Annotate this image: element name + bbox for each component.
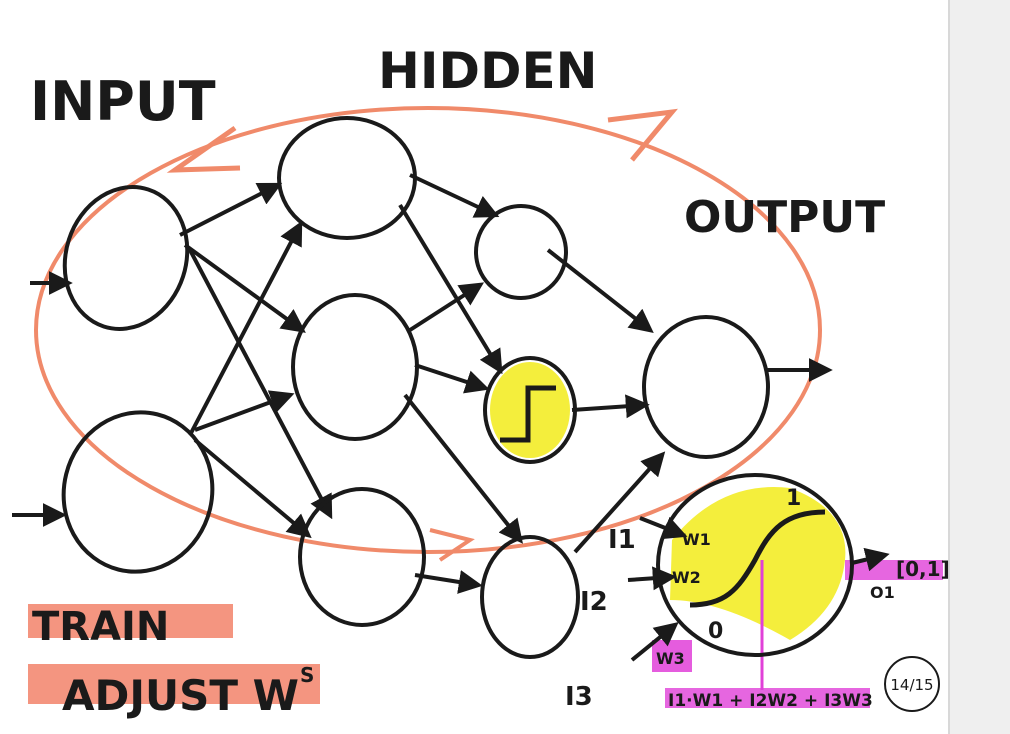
neuron-detail-node [656, 473, 854, 657]
step-function-icon [500, 385, 556, 443]
input-node-2 [61, 410, 215, 574]
edge-i2-h3 [193, 438, 312, 539]
edge-i2-h2 [194, 390, 295, 432]
edge-detail-i1 [639, 516, 688, 540]
label-hidden: HIDDEN [378, 42, 597, 100]
edge-h2-k2 [414, 363, 490, 394]
output-range: [0,1] [896, 557, 950, 581]
label-adjust: ADJUST W [62, 671, 299, 720]
train-highlight [28, 604, 233, 638]
training-loop-ellipse [34, 106, 822, 554]
loop-arrowhead-top-left [166, 125, 241, 173]
weight-label-w1: W1 [682, 530, 711, 549]
edge-i1-h2 [183, 243, 306, 333]
edge-i1-h1 [179, 182, 283, 237]
edge-detail-i2 [627, 566, 677, 591]
label-adjust-sup: S [300, 663, 314, 687]
edge-detail-i3 [630, 621, 679, 662]
sigmoid-high-label: 1 [786, 486, 801, 511]
input-label-i2: I2 [580, 587, 608, 617]
label-input: INPUT [30, 70, 216, 133]
network-edges [12, 173, 890, 662]
hidden-node-6 [480, 535, 580, 659]
hidden-node-3 [298, 487, 426, 627]
edge-i2-h1 [188, 220, 303, 436]
weight-label-w2: W2 [672, 568, 701, 587]
hidden-node-step [483, 356, 577, 464]
edge-h2-k3 [403, 393, 523, 544]
training-loop [34, 106, 822, 562]
adjust-highlight [28, 664, 320, 704]
hidden-node-1 [277, 116, 417, 240]
edge-k2-out [571, 394, 650, 419]
input-node-1 [62, 185, 190, 331]
label-output: OUTPUT [684, 192, 885, 243]
formula-highlight [665, 688, 870, 708]
sigmoid-curve-icon [689, 509, 826, 608]
edge-detail-out [851, 547, 890, 572]
label-train: TRAIN [32, 604, 169, 650]
network-nodes [61, 116, 854, 659]
weight-label-w3: W3 [656, 649, 685, 668]
page-number-circle [884, 656, 940, 712]
edge-h1-k1 [409, 173, 500, 218]
weighted-sum-formula: I1·W1 + I2W2 + I3W3 [668, 691, 873, 711]
loop-arrowhead-bottom [429, 528, 475, 562]
output-node [642, 315, 770, 459]
output-label-o1: O1 [870, 583, 895, 602]
input-label-i3: I3 [565, 682, 593, 712]
loop-arrowhead-top-right [607, 108, 678, 162]
sigmoid-low-label: 0 [708, 619, 723, 644]
hidden-node-4 [474, 204, 568, 300]
edge-i1-h3 [188, 249, 333, 520]
edge-k3-out [573, 451, 666, 554]
page-number: 14/15 [890, 676, 933, 694]
edge-h1-k2 [398, 203, 503, 375]
paper-edge [948, 0, 1010, 734]
input-label-i1: I1 [608, 525, 636, 555]
hidden-node-2 [291, 293, 419, 441]
edge-h3-k3 [414, 570, 483, 594]
edge-h2-k1 [408, 282, 485, 332]
